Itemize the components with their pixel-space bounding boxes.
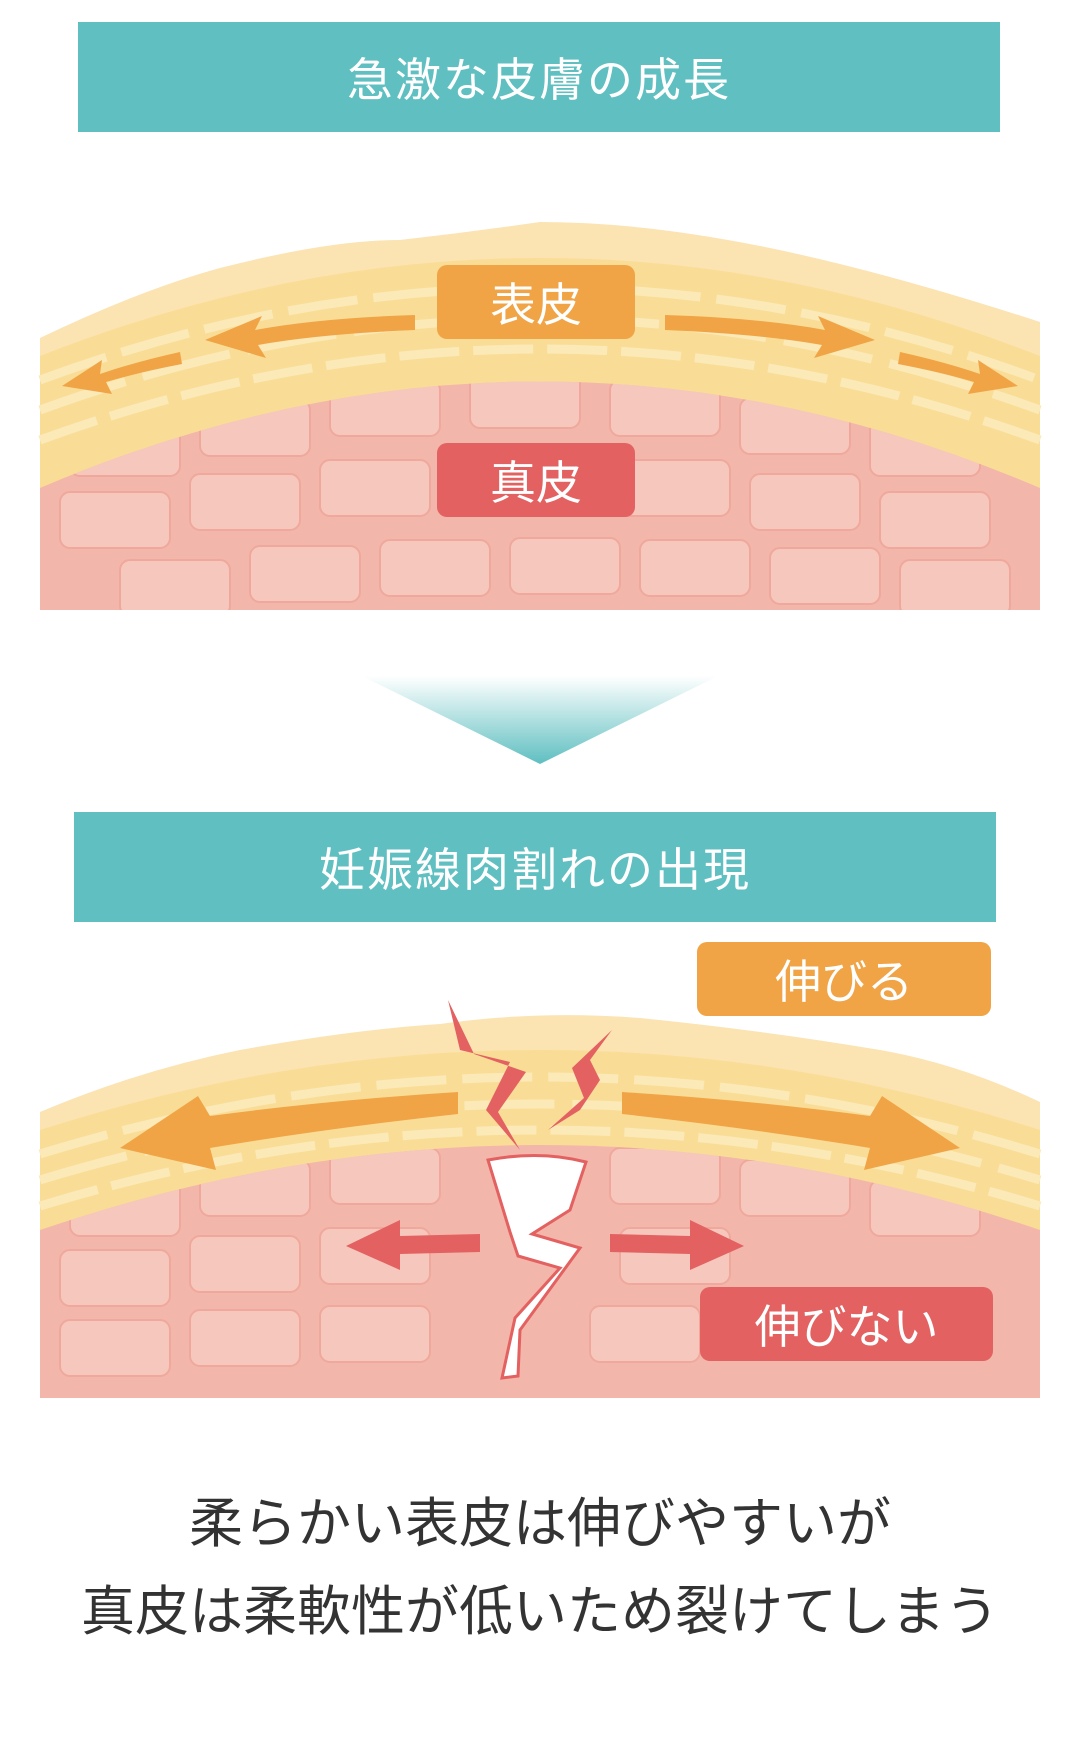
epidermis-label: 表皮 — [490, 278, 582, 332]
bottom-left-orange-arrow-icon — [120, 1092, 458, 1170]
bottom-right-orange-arrow-icon — [622, 1092, 960, 1170]
stretch-label: 伸びる — [775, 955, 913, 1009]
top-skin-cross-section — [38, 222, 1042, 610]
bottom-left-red-arrow-icon — [346, 1220, 480, 1270]
dermis-label: 真皮 — [490, 456, 582, 510]
top-title-banner: 急激な皮膚の成長 — [78, 22, 1000, 132]
bottom-title: 妊娠線肉割れの出現 — [319, 843, 751, 897]
top-title: 急激な皮膚の成長 — [347, 53, 731, 107]
dermis-badge: 真皮 — [437, 443, 635, 517]
bottom-title-banner: 妊娠線肉割れの出現 — [74, 812, 996, 922]
crack-mark-right-icon — [548, 1030, 612, 1130]
no-stretch-label: 伸びない — [754, 1300, 939, 1354]
bottom-right-red-arrow-icon — [610, 1220, 744, 1270]
top-left-arrows — [62, 315, 415, 394]
caption: 柔らかい表皮は伸びやすいが 真皮は柔軟性が低いため裂けてしまう — [0, 1480, 1080, 1656]
caption-line-2: 真皮は柔軟性が低いため裂けてしまう — [81, 1580, 999, 1643]
no-stretch-badge: 伸びない — [700, 1287, 993, 1361]
caption-line-1: 柔らかい表皮は伸びやすいが — [189, 1492, 891, 1555]
down-arrow-icon — [362, 676, 718, 764]
epidermis-badge: 表皮 — [437, 265, 635, 339]
stretch-badge: 伸びる — [697, 942, 991, 1016]
top-right-arrows — [665, 315, 1018, 394]
dermis-tear — [486, 1154, 588, 1380]
crack-mark-left-icon — [448, 1000, 526, 1150]
